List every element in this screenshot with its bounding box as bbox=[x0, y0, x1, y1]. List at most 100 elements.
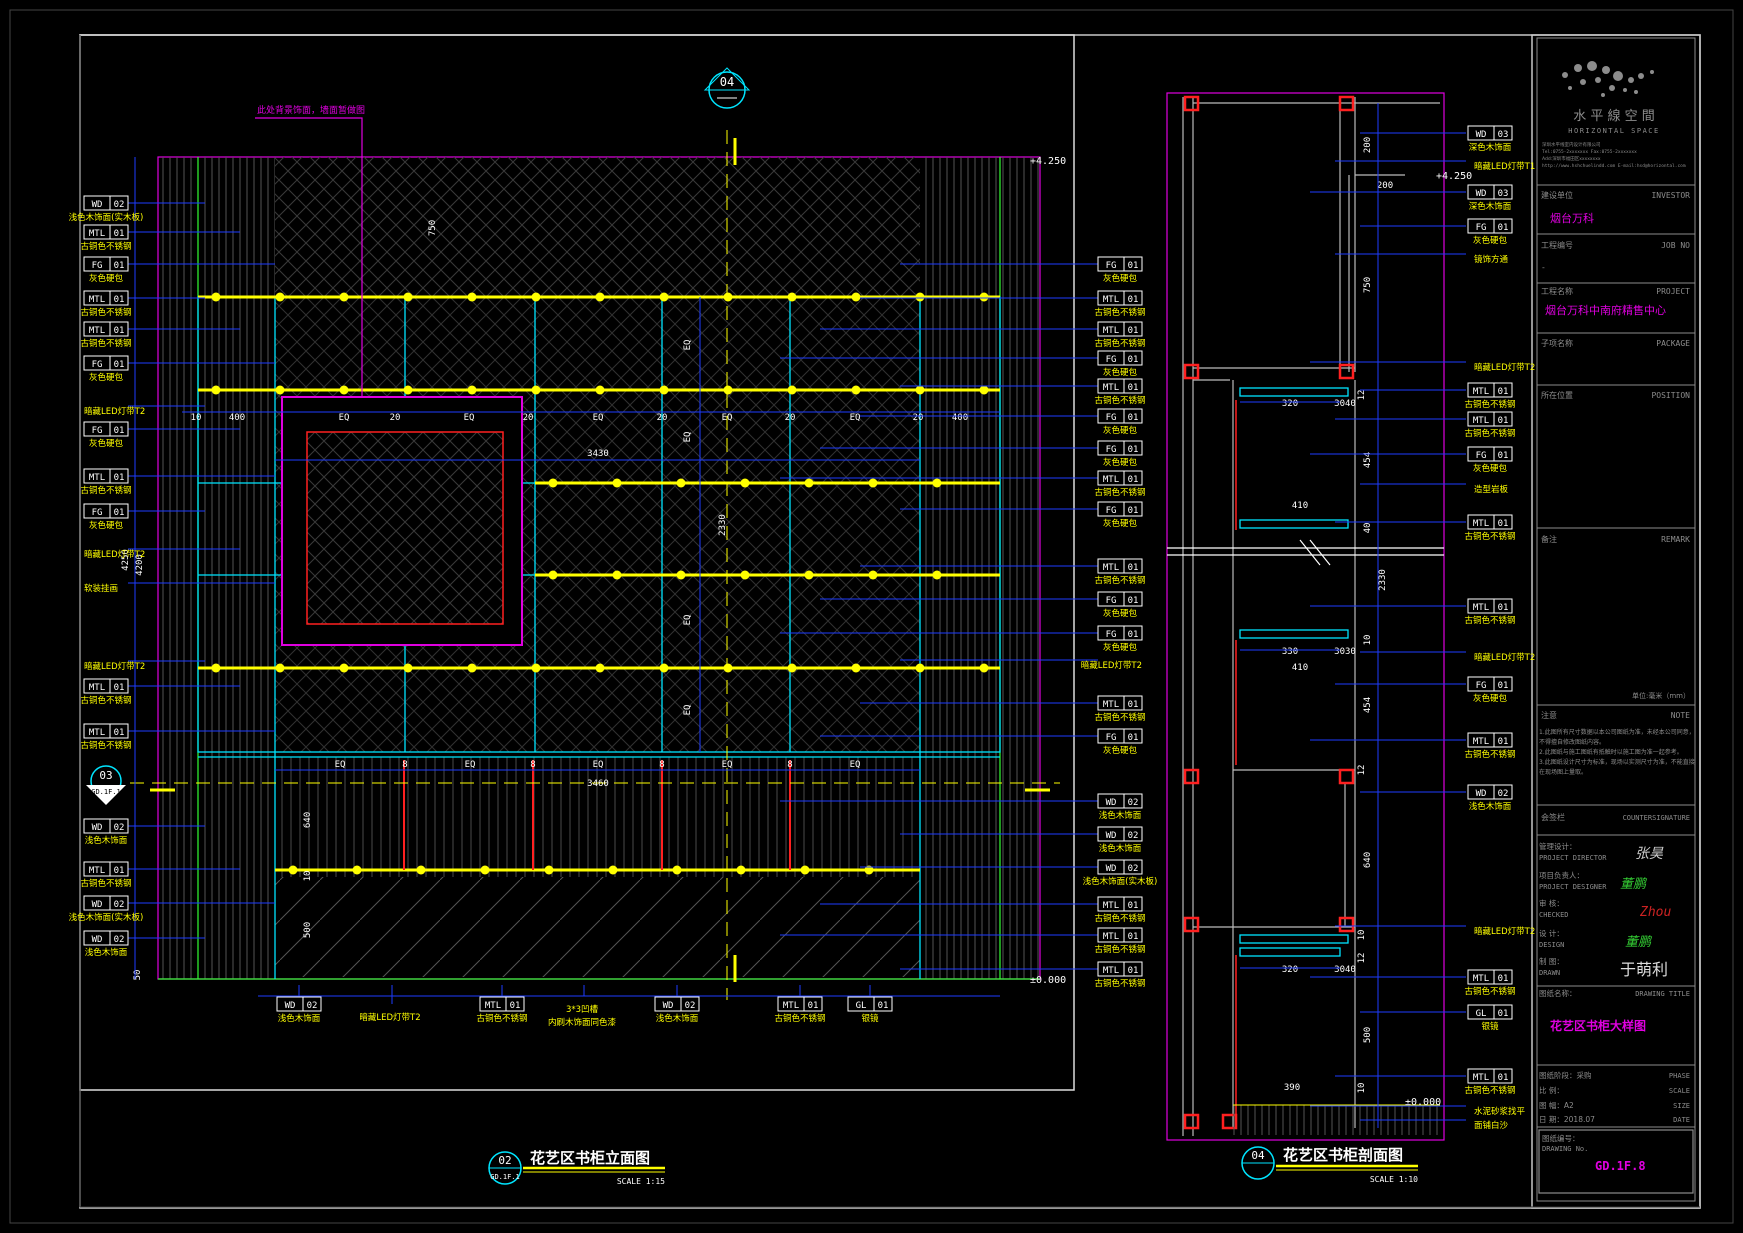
led-dot bbox=[275, 385, 285, 395]
material-desc: 古铜色不锈钢 bbox=[80, 485, 131, 496]
material-code: MTL bbox=[1103, 901, 1119, 911]
material-desc: 古铜色不锈钢 bbox=[1464, 986, 1515, 997]
material-num: 01 bbox=[1498, 737, 1509, 747]
title-block: 水 平 線 空 間 HORIZONTAL SPACE 深圳水平线室内设计有限公司… bbox=[1536, 37, 1696, 1202]
material-code: MTL bbox=[1473, 387, 1489, 397]
material-desc: 浅色木饰面 bbox=[85, 835, 128, 846]
material-num: 01 bbox=[1498, 519, 1509, 529]
dim-label: EQ bbox=[850, 413, 861, 423]
led-dot bbox=[531, 292, 541, 302]
dim-label: 500 bbox=[303, 922, 313, 938]
dim-label: 20 bbox=[785, 413, 796, 423]
logo-small-1: Tel:0755-2xxxxxxx Fax:0755-2xxxxxxx bbox=[1542, 149, 1637, 155]
material-num: 01 bbox=[1128, 932, 1139, 942]
section-outline bbox=[1166, 92, 1445, 1141]
material-num: 01 bbox=[114, 229, 125, 239]
dim-label: 10 bbox=[303, 871, 313, 882]
material-num: 01 bbox=[1128, 733, 1139, 743]
led-dot bbox=[352, 865, 362, 875]
led-dot bbox=[915, 663, 925, 673]
material-desc: 灰色硬包 bbox=[1473, 693, 1508, 704]
led-dot bbox=[659, 385, 669, 395]
material-code: WD bbox=[1106, 831, 1117, 841]
led-dot bbox=[595, 663, 605, 673]
material-desc: 灰色硬包 bbox=[1103, 745, 1138, 756]
dim-label: 8 bbox=[787, 760, 792, 770]
section-top-level: +4.250 bbox=[1436, 171, 1472, 182]
dim-label: 8 bbox=[659, 760, 664, 770]
drawn-label: 制 图： bbox=[1539, 956, 1564, 966]
material-desc: 暗藏LED灯带T2 bbox=[84, 661, 145, 672]
material-desc: 浅色木饰面 bbox=[656, 1013, 699, 1024]
dim-label: EQ bbox=[465, 760, 476, 770]
led-dot bbox=[979, 663, 989, 673]
size-label: 图 幅：A2 bbox=[1539, 1100, 1574, 1110]
dim-label: EQ bbox=[722, 760, 733, 770]
note-3: 3.此图纸设计尺寸为标准，现场以实测尺寸为准，不能直接 bbox=[1539, 758, 1695, 766]
note-1: 不得擅自修改图纸内容。 bbox=[1539, 738, 1605, 746]
material-desc: 灰色硬包 bbox=[89, 273, 124, 284]
led-dot bbox=[339, 292, 349, 302]
stag-20: 水泥砂浆找平 bbox=[1474, 1106, 1526, 1117]
dim-label: 4200 bbox=[135, 554, 145, 576]
dim-label: EQ bbox=[593, 413, 604, 423]
material-num: 01 bbox=[1128, 700, 1139, 710]
material-desc: 古铜色不锈钢 bbox=[1464, 1085, 1515, 1096]
material-code: MTL bbox=[89, 326, 105, 336]
material-num: 03 bbox=[1498, 189, 1509, 199]
section-dim-label: 200 bbox=[1377, 181, 1393, 191]
material-code: MTL bbox=[1103, 932, 1119, 942]
magenta-note: 此处背景饰面，墙面暂做图 bbox=[257, 104, 365, 116]
material-desc: 银镜 bbox=[861, 1013, 879, 1024]
date-en: DATE bbox=[1673, 1116, 1690, 1124]
dim-label: EQ bbox=[593, 760, 604, 770]
material-desc: 灰色硬包 bbox=[1473, 463, 1508, 474]
section-dim-label: 10 bbox=[1357, 1083, 1367, 1094]
elevation-marker-num: 02 bbox=[498, 1154, 511, 1167]
material-num: 01 bbox=[1498, 1009, 1509, 1019]
investor-value: 烟台万科 bbox=[1550, 211, 1594, 225]
position-en: POSITION bbox=[1651, 391, 1690, 400]
material-num: 01 bbox=[1128, 383, 1139, 393]
section-dim-label: 200 bbox=[1363, 137, 1373, 153]
material-code: WD bbox=[285, 1001, 296, 1011]
material-num: 01 bbox=[1498, 603, 1509, 613]
section-dim-label: 454 bbox=[1363, 697, 1373, 713]
stag-12: 暗藏LED灯带T2 bbox=[1474, 652, 1535, 663]
material-code: MTL bbox=[89, 683, 105, 693]
project-en: PROJECT bbox=[1656, 287, 1690, 296]
section-dim-label: 10 bbox=[1363, 635, 1373, 646]
project-value: 烟台万科中南府精售中心 bbox=[1545, 303, 1666, 317]
stag-16: 暗藏LED灯带T2 bbox=[1474, 926, 1535, 937]
material-code: MTL bbox=[1103, 295, 1119, 305]
design-signature: 董鹏 bbox=[1625, 935, 1653, 950]
material-num: 02 bbox=[1128, 864, 1139, 874]
phase-label: 图纸阶段：采购 bbox=[1539, 1070, 1592, 1080]
material-desc: 深色木饰面 bbox=[1469, 142, 1512, 153]
drawn-signature: 于萌利 bbox=[1620, 960, 1668, 979]
led-dot bbox=[416, 865, 426, 875]
material-code: WD bbox=[92, 200, 103, 210]
scale-en: SCALE bbox=[1669, 1087, 1690, 1095]
material-code: MTL bbox=[1103, 326, 1119, 336]
section-dim-label: 454 bbox=[1363, 452, 1373, 468]
material-num: 01 bbox=[1498, 681, 1509, 691]
title-label: 图纸名称： bbox=[1539, 988, 1577, 998]
material-num: 01 bbox=[1498, 974, 1509, 984]
material-desc: 暗藏LED灯带T2 bbox=[84, 406, 145, 417]
section-dim-label: 12 bbox=[1357, 765, 1367, 776]
led-dot bbox=[723, 385, 733, 395]
material-num: 01 bbox=[1128, 506, 1139, 516]
led-dot bbox=[467, 385, 477, 395]
material-desc: 古铜色不锈钢 bbox=[80, 241, 131, 252]
led-dot bbox=[787, 292, 797, 302]
